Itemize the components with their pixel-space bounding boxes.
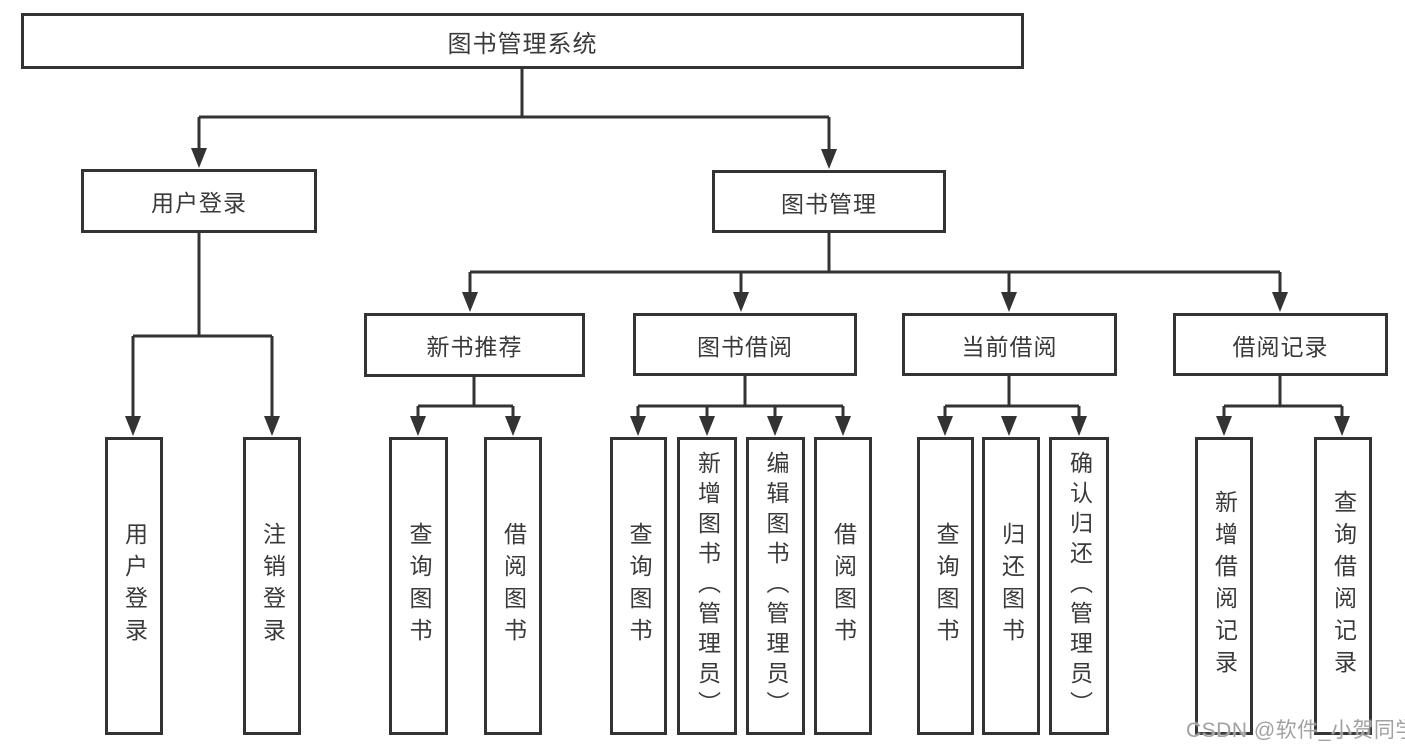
node-label: 用户登录: [151, 190, 247, 216]
leaf-label: 确认归还（管理员）: [1066, 451, 1093, 721]
leaf-borrow-query-book: 查询图书: [610, 437, 667, 735]
node-book-management-system: 图书管理系统: [21, 13, 1024, 69]
leaf-label: 查询图书: [933, 522, 959, 650]
node-current-borrowing: 当前借阅: [902, 313, 1117, 376]
leaf-label: 新增图书（管理员）: [694, 451, 721, 721]
leaf-label: 编辑图书（管理员）: [763, 451, 789, 721]
arrow-down-icon: [1001, 292, 1017, 312]
leaf-user-login: 用户登录: [105, 437, 163, 735]
arrow-down-icon: [1334, 416, 1350, 436]
arrow-down-icon: [1071, 416, 1087, 436]
arrow-down-icon: [1272, 292, 1288, 312]
arrow-down-icon: [767, 416, 783, 436]
leaf-newrec-query-book: 查询图书: [389, 437, 448, 735]
leaf-label: 借阅图书: [830, 522, 857, 650]
node-label: 图书借阅: [697, 333, 793, 360]
leaf-logout: 注销登录: [243, 437, 301, 735]
leaf-records-query-record: 查询借阅记录: [1314, 437, 1372, 735]
arrow-down-icon: [1001, 416, 1017, 436]
leaf-borrow-add-book-admin: 新增图书（管理员）: [677, 437, 737, 735]
connector-lines: [131, 69, 1344, 418]
node-label: 图书管理: [781, 190, 877, 217]
arrow-down-icon: [699, 416, 715, 436]
leaf-label: 用户登录: [121, 522, 148, 650]
arrow-down-icon: [937, 416, 953, 436]
leaf-label: 查询图书: [626, 522, 652, 650]
arrow-down-icon: [1216, 416, 1232, 436]
arrow-down-icon: [733, 292, 749, 312]
leaf-label: 归还图书: [998, 522, 1025, 650]
arrow-down-icon: [505, 416, 521, 436]
leaf-newrec-borrow-book: 借阅图书: [484, 437, 542, 735]
arrow-down-icon: [125, 416, 141, 436]
arrowheads: [125, 148, 1350, 436]
leaf-current-confirm-return-admin: 确认归还（管理员）: [1049, 437, 1109, 735]
leaf-label: 查询借阅记录: [1330, 490, 1357, 682]
node-book-management: 图书管理: [712, 170, 946, 233]
leaf-borrow-edit-book-admin: 编辑图书（管理员）: [746, 437, 805, 735]
leaf-label: 借阅图书: [500, 522, 527, 650]
arrow-down-icon: [191, 148, 207, 168]
leaf-label: 查询图书: [406, 522, 432, 650]
arrow-down-icon: [410, 416, 426, 436]
arrow-down-icon: [821, 149, 837, 169]
leaf-current-return-book: 归还图书: [982, 437, 1040, 735]
node-book-borrowing: 图书借阅: [633, 313, 857, 376]
leaf-borrow-borrow-book: 借阅图书: [814, 437, 872, 735]
arrow-down-icon: [264, 416, 280, 436]
leaf-label: 注销登录: [259, 522, 286, 650]
node-user-login: 用户登录: [81, 169, 317, 233]
arrow-down-icon: [835, 416, 851, 436]
leaf-label: 新增借阅记录: [1211, 490, 1238, 682]
node-label: 图书管理系统: [447, 30, 598, 58]
node-label: 新书推荐: [426, 334, 523, 360]
node-label: 当前借阅: [961, 333, 1058, 360]
csdn-watermark: CSDN @软件_小贺同学: [1186, 719, 1405, 742]
node-borrowing-records: 借阅记录: [1173, 313, 1388, 376]
leaf-current-query-book: 查询图书: [917, 437, 974, 735]
leaf-records-add-record: 新增借阅记录: [1195, 437, 1253, 735]
arrow-down-icon: [630, 416, 646, 436]
node-label: 借阅记录: [1232, 333, 1329, 360]
arrow-down-icon: [462, 292, 478, 312]
node-new-book-recommend: 新书推荐: [364, 313, 585, 377]
